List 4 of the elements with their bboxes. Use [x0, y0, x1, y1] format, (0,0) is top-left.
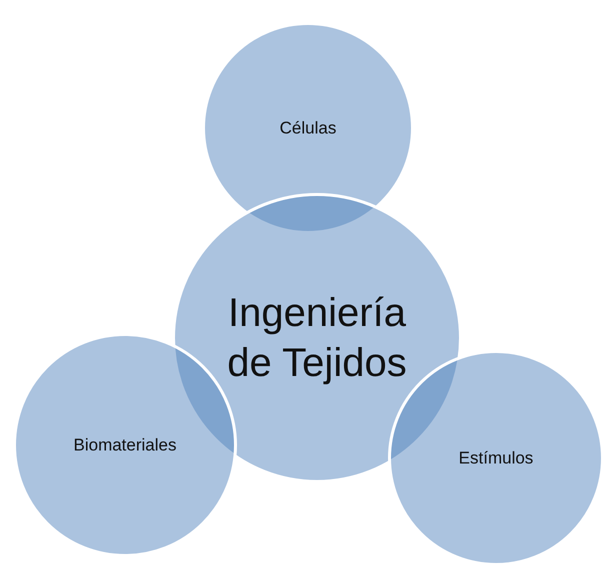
concept-label: Células	[278, 117, 338, 139]
concept-label: Estímulos	[458, 447, 534, 469]
concept-label: Biomateriales	[72, 434, 178, 456]
central-concept-label: Ingeniería de Tejidos	[226, 290, 408, 387]
